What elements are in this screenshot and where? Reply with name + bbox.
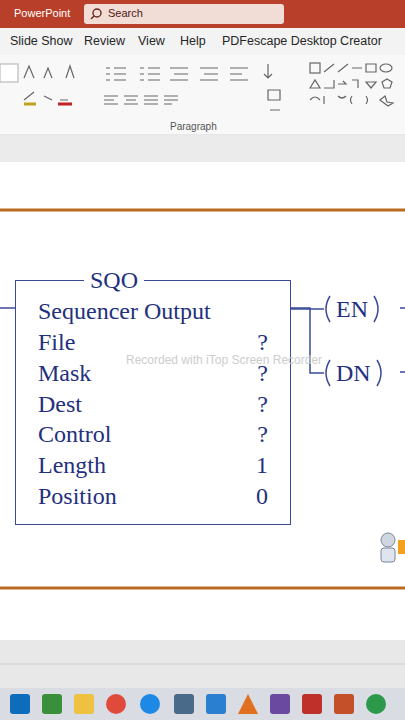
parameter-name: File xyxy=(38,328,75,356)
ribbon xyxy=(0,55,405,135)
app-name: PowerPoint xyxy=(14,7,70,19)
menu-item: Review xyxy=(84,34,125,48)
parameter-name: Position xyxy=(38,482,117,510)
parameter-name: Length xyxy=(38,451,106,479)
watermark: Recorded with iTop Screen Recorder xyxy=(126,353,322,367)
search-hint: Search xyxy=(108,7,143,19)
instruction-mnemonic: SQO xyxy=(84,266,144,294)
menu-item: View xyxy=(138,34,165,48)
menu-item: Slide Show xyxy=(10,34,73,48)
ribbon-icons xyxy=(0,63,393,110)
parameter-name: Control xyxy=(38,420,111,448)
parameter-value: 0 xyxy=(256,482,268,510)
right-wire xyxy=(400,371,405,373)
search-box xyxy=(84,4,284,24)
output-coil: DN xyxy=(322,358,385,388)
output-coil: EN xyxy=(322,294,382,324)
robot-icon xyxy=(381,533,405,562)
slide-rule xyxy=(0,587,405,590)
right-wire xyxy=(400,307,405,309)
group-label: Paragraph xyxy=(170,121,217,132)
taskbar xyxy=(0,688,405,720)
menu-item: Help xyxy=(180,34,206,48)
coil-bit-name: DN xyxy=(322,358,385,387)
parameter-value: ? xyxy=(257,420,268,448)
coil-bit-name: EN xyxy=(322,294,382,323)
slide-rule xyxy=(0,209,405,212)
menu-bar xyxy=(0,28,405,55)
menu-item: PDFescape Desktop Creator xyxy=(222,34,382,48)
taskbar-icons xyxy=(10,694,386,714)
parameter-value: ? xyxy=(257,390,268,418)
parameter-value: ? xyxy=(257,328,268,356)
rung-wire xyxy=(291,308,324,310)
title-bar xyxy=(0,0,405,28)
parameter-value: 1 xyxy=(256,451,268,479)
left-rail-wire xyxy=(0,307,15,309)
parameter-name: Mask xyxy=(38,359,91,387)
instruction-title: Sequencer Output xyxy=(38,297,211,325)
instruction-block: SQOSequencer OutputFile?Mask?Dest?Contro… xyxy=(15,280,291,525)
slide xyxy=(0,162,405,640)
parameter-name: Dest xyxy=(38,390,82,418)
